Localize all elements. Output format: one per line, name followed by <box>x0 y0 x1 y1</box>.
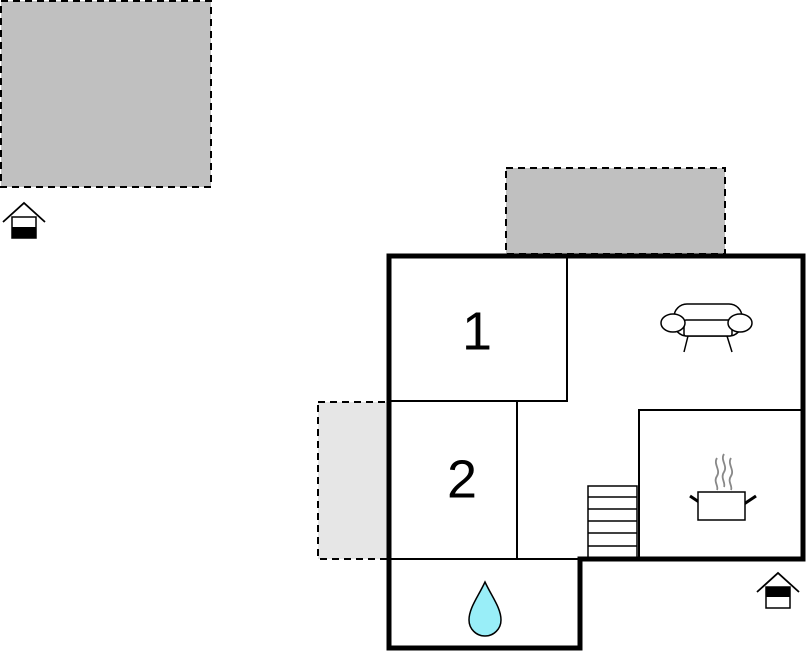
room-1-label: 1 <box>462 301 492 361</box>
house-entrance-icon <box>756 571 800 609</box>
interior-walls <box>389 256 803 560</box>
house-entrance-icon <box>2 201 46 239</box>
sofa-icon <box>660 303 753 353</box>
outer-walls <box>386 253 806 651</box>
stairs-icon <box>587 485 638 560</box>
terrace-left <box>317 401 389 560</box>
water-drop-icon <box>468 580 502 637</box>
cooking-pot-icon <box>689 453 757 521</box>
terrace-top <box>505 167 726 255</box>
outdoor-area-top-left <box>0 0 212 188</box>
room-2-label: 2 <box>447 449 477 509</box>
